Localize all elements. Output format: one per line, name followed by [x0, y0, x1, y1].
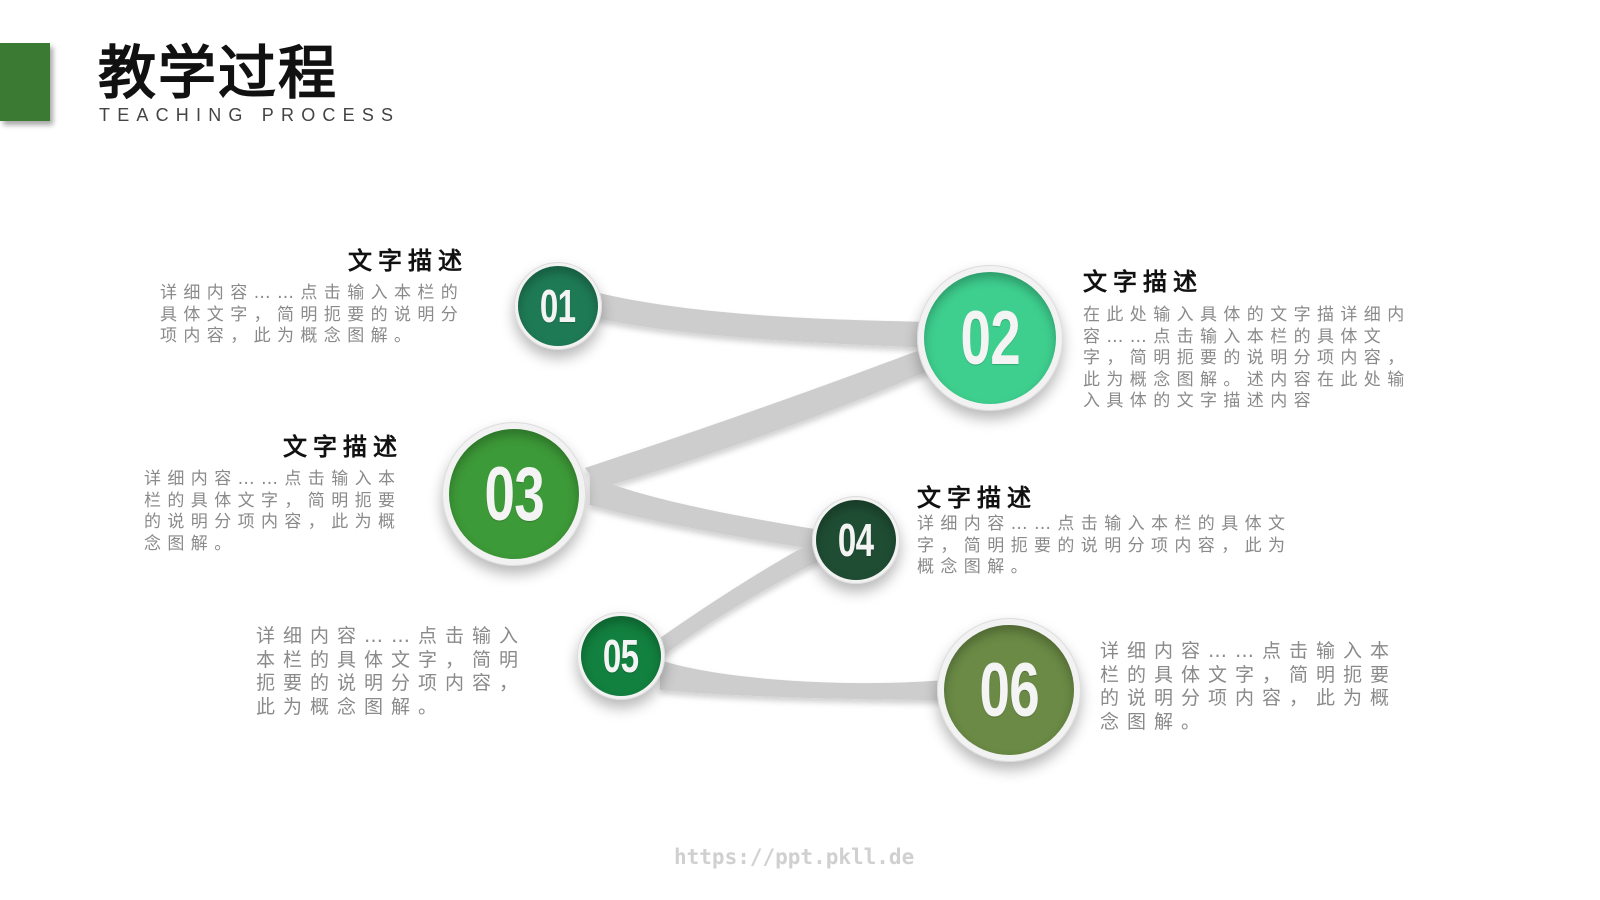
step-node-06-face: 06 — [944, 625, 1074, 755]
step-01-heading: 文字描述 — [348, 247, 468, 275]
step-05-description: 详细内容……点击输入本栏的具体文字，简明扼要的说明分项内容，此为概念图解。 — [256, 625, 527, 718]
step-number-03: 03 — [484, 451, 544, 537]
step-node-06: 06 — [937, 618, 1081, 762]
connector-05-06 — [660, 660, 945, 700]
step-number-04: 04 — [838, 514, 874, 566]
step-03-heading: 文字描述 — [283, 433, 403, 461]
step-node-05-face: 05 — [581, 616, 661, 696]
connector-02-03 — [585, 348, 935, 488]
connector-04-05 — [660, 538, 830, 658]
step-03-description: 详细内容……点击输入本栏的具体文字，简明扼要的说明分项内容，此为概念图解。 — [144, 469, 402, 554]
step-node-01: 01 — [514, 262, 602, 350]
step-number-01: 01 — [540, 280, 576, 332]
step-01-description: 详细内容……点击输入本栏的具体文字，简明扼要的说明分项内容，此为概念图解。 — [160, 283, 465, 346]
step-node-02: 02 — [917, 265, 1063, 411]
step-number-05: 05 — [603, 630, 639, 682]
step-node-05: 05 — [577, 612, 665, 700]
page-subtitle: TEACHING PROCESS — [99, 105, 401, 125]
step-node-01-face: 01 — [518, 266, 598, 346]
step-02-heading: 文字描述 — [1083, 268, 1203, 296]
connector-03-04 — [590, 475, 822, 550]
step-number-06: 06 — [979, 647, 1039, 733]
watermark-url: https://ppt.pkll.de — [674, 845, 915, 869]
step-node-03: 03 — [442, 422, 586, 566]
step-06-description: 详细内容……点击输入本栏的具体文字，简明扼要的说明分项内容，此为概念图解。 — [1100, 640, 1398, 733]
step-04-description: 详细内容……点击输入本栏的具体文字，简明扼要的说明分项内容，此为概念图解。 — [917, 514, 1292, 577]
step-node-04: 04 — [812, 496, 900, 584]
step-node-04-face: 04 — [816, 500, 896, 580]
step-04-heading: 文字描述 — [917, 484, 1037, 512]
page-title: 教学过程 — [98, 39, 339, 107]
step-node-02-face: 02 — [924, 272, 1056, 404]
title-accent-bar — [0, 43, 50, 121]
step-number-02: 02 — [960, 295, 1020, 381]
step-02-description: 在此处输入具体的文字描详细内容……点击输入本栏的具体文字，简明扼要的说明分项内容… — [1083, 305, 1411, 411]
connector-01-02 — [595, 292, 930, 348]
step-node-03-face: 03 — [449, 429, 579, 559]
